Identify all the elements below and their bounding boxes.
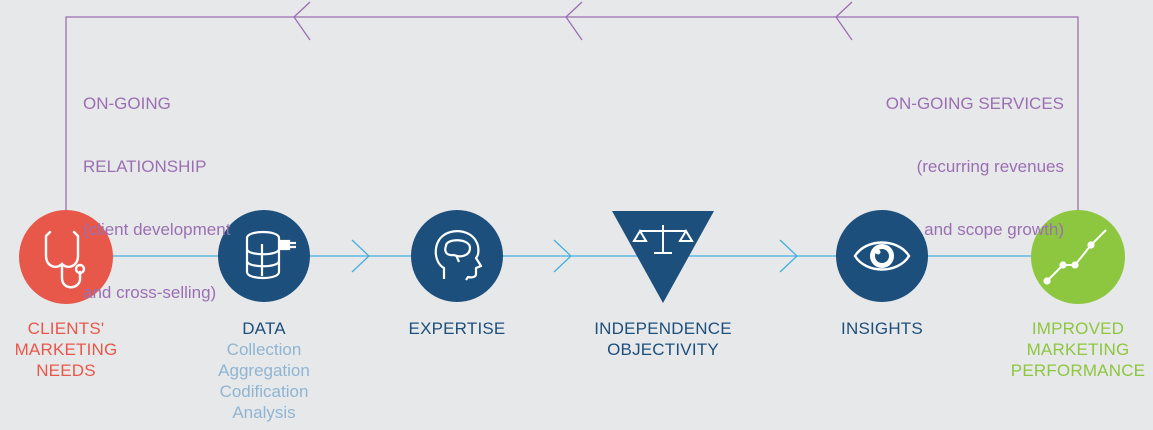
note-line: and cross-selling): [83, 283, 217, 302]
feedback-line: [65, 16, 1079, 226]
label-line: INSIGHTS: [841, 319, 923, 338]
label-line: INDEPENDENCE: [594, 319, 732, 338]
label-line: NEEDS: [36, 361, 96, 380]
independence-label: INDEPENDENCE OBJECTIVITY: [573, 318, 753, 360]
note-line: (recurring revenues: [916, 157, 1064, 176]
eye-icon: [853, 241, 911, 271]
stethoscope-icon: [44, 230, 86, 289]
flow-arrow-2: [553, 239, 572, 273]
label-line: IMPROVED: [1031, 319, 1125, 338]
node-clients: [19, 210, 113, 304]
node-data: [218, 210, 310, 302]
sub-label-line: Collection: [226, 340, 302, 359]
note-line: and scope growth): [924, 220, 1064, 239]
independence-triangle: [612, 211, 714, 303]
node-independence: [612, 211, 714, 303]
label-line: CLIENTS': [27, 319, 105, 338]
label-line: EXPERTISE: [408, 319, 506, 338]
clients-label: CLIENTS' MARKETING NEEDS: [0, 318, 156, 381]
clients-circle: [19, 210, 113, 304]
ongoing-services-note: ON-GOING SERVICES (recurring revenues an…: [886, 51, 1064, 261]
feedback-loop: [65, 1, 1079, 226]
feedback-arrow-right: [835, 1, 853, 41]
node-improved: [1031, 210, 1125, 304]
ongoing-relationship-note: ON-GOING RELATIONSHIP (client developmen…: [83, 51, 230, 324]
label-line: MARKETING: [14, 340, 118, 359]
label-line: PERFORMANCE: [1010, 361, 1146, 380]
note-line: ON-GOING SERVICES: [885, 94, 1064, 113]
label-line: MARKETING: [1026, 340, 1130, 359]
node-expertise: [411, 210, 503, 302]
note-line: RELATIONSHIP: [83, 157, 207, 176]
rising-chart-icon: [1043, 229, 1107, 285]
feedback-arrow-middle: [565, 1, 583, 41]
data-label: DATA Collection Aggregation Codification…: [174, 318, 354, 423]
flow-arrow-1: [351, 239, 370, 273]
data-circle: [218, 210, 310, 302]
node-insights: [836, 210, 928, 302]
label-line: DATA: [242, 319, 286, 338]
balance-scale-icon: [632, 225, 694, 254]
improved-label: IMPROVED MARKETING PERFORMANCE: [988, 318, 1153, 381]
sub-label-line: Codification: [219, 382, 309, 401]
database-icon: [245, 230, 296, 280]
feedback-arrow-left: [293, 1, 311, 41]
flow-arrow-3: [779, 239, 798, 273]
note-line: (client development: [83, 220, 231, 239]
sub-label-line: Aggregation: [218, 361, 310, 380]
insights-label: INSIGHTS: [792, 318, 972, 339]
brain-head-icon: [434, 230, 483, 281]
sub-label-line: Analysis: [232, 403, 296, 422]
label-line: OBJECTIVITY: [607, 340, 719, 359]
note-line: ON-GOING: [83, 94, 171, 113]
expertise-label: EXPERTISE: [367, 318, 547, 339]
